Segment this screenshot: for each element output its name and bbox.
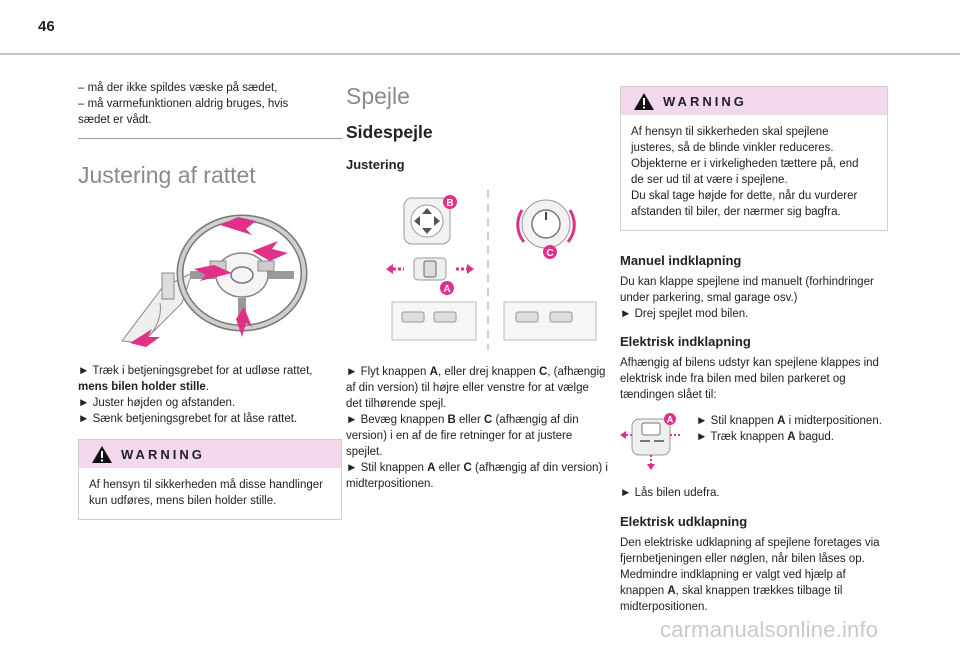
subtitle-side-mirrors: Sidespejle bbox=[346, 122, 433, 142]
label-c: C bbox=[546, 248, 553, 259]
warning-line: Du skal tage højde for dette, når du vur… bbox=[631, 190, 858, 202]
electric-unfold-text: Den elektriske udklapning af spejlene fo… bbox=[620, 537, 880, 613]
page-number: 46 bbox=[38, 18, 55, 35]
steering-steps: ► Træk i betjeningsgrebet for at udløse … bbox=[78, 363, 342, 427]
manual-fold-text: Du kan klappe spejlene ind manuelt (forh… bbox=[620, 276, 874, 304]
label-b: B bbox=[446, 198, 453, 209]
warning-line: afstanden til biler, der nærmer sig bagf… bbox=[631, 206, 841, 218]
mirror-control-figure: B A C bbox=[384, 190, 604, 350]
step-release: ► Træk i betjeningsgrebet for at udløse … bbox=[78, 363, 342, 395]
warning-text: Af hensyn til sikkerheden må disse handl… bbox=[89, 479, 323, 507]
heading-electric-unfold: Elektrisk udklapning bbox=[620, 514, 748, 529]
warning-box-steering: WARNING Af hensyn til sikkerheden må dis… bbox=[78, 439, 342, 520]
label-a: A bbox=[443, 284, 450, 295]
heading-manual-fold: Manuel indklapning bbox=[620, 253, 742, 268]
subheading-adjustment: Justering bbox=[346, 157, 405, 172]
section-title-steering: Justering af rattet bbox=[78, 162, 256, 188]
warning-box-mirrors: WARNING Af hensyn til sikkerheden skal s… bbox=[620, 86, 888, 231]
warning-triangle-icon bbox=[92, 445, 112, 463]
step-adjust: ► Juster højden og afstanden. bbox=[78, 395, 342, 411]
warning-label: WARNING bbox=[121, 446, 205, 462]
step-text: Træk i betjeningsgrebet for at udløse ra… bbox=[92, 365, 313, 377]
step-text: Juster højden og afstanden. bbox=[92, 397, 236, 409]
warning-triangle-icon bbox=[634, 92, 654, 110]
step-text: Sænk betjeningsgrebet for at låse rattet… bbox=[92, 413, 298, 425]
step-lock-car: ► Lås bilen udefra. bbox=[620, 487, 720, 499]
step-bullet: ► bbox=[78, 365, 93, 377]
warning-label: WARNING bbox=[663, 93, 747, 109]
warning-line: Af hensyn til sikkerheden skal spejlene bbox=[631, 126, 829, 138]
label-a: A bbox=[667, 415, 674, 425]
dash-line: – må der ikke spildes væske på sædet, bbox=[78, 82, 278, 94]
step-pull: ► Træk knappen A bagud. bbox=[696, 431, 834, 443]
electric-fold-text: Afhængig af bilens udstyr kan spejlene k… bbox=[620, 357, 879, 401]
step-lock: ► Sænk betjeningsgrebet for at låse ratt… bbox=[78, 411, 342, 427]
step-suffix: . bbox=[205, 381, 210, 393]
fold-switch-icon: A bbox=[620, 413, 680, 470]
header-divider bbox=[0, 53, 960, 55]
column-left: – må der ikke spildes væske på sædet, – … bbox=[78, 80, 342, 520]
step-bold-text: mens bilen holder stille bbox=[78, 381, 206, 393]
electric-fold-steps: ► Stil knappen A i midterpositionen. ► T… bbox=[696, 413, 882, 471]
section-title-mirrors: Spejle bbox=[346, 83, 410, 109]
step-select-mirror: ► Flyt knappen A, eller drej knappen C, … bbox=[346, 366, 606, 410]
warning-header: WARNING bbox=[79, 440, 341, 468]
dash-line: sædet er vådt. bbox=[78, 114, 152, 126]
warning-text: Af hensyn til sikkerheden skal spejlene … bbox=[621, 115, 887, 230]
step-center-knob: ► Stil knappen A eller C (afhængig af di… bbox=[346, 462, 608, 490]
warning-line: Objekterne er i virkeligheden tættere på… bbox=[631, 158, 859, 170]
manual-fold-step: ► Drej spejlet mod bilen. bbox=[620, 308, 749, 320]
adjustment-steps: ► Flyt knappen A, eller drej knappen C, … bbox=[346, 364, 608, 492]
step-bullet: ► bbox=[78, 413, 93, 425]
electric-fold-instructions: A ► Stil knappen A i midterpositionen. ►… bbox=[620, 413, 888, 471]
warning-line: de ser ud til at være i spejlene. bbox=[631, 174, 788, 186]
dash-line: – må varmefunktionen aldrig bruges, hvis bbox=[78, 98, 289, 110]
warning-header: WARNING bbox=[621, 87, 887, 115]
watermark: carmanualsonline.info bbox=[660, 617, 879, 642]
column-right: WARNING Af hensyn til sikkerheden skal s… bbox=[620, 86, 888, 615]
section-divider bbox=[78, 138, 342, 139]
mirror-control-illustration: B A C bbox=[386, 190, 597, 350]
step-center: ► Stil knappen A i midterpositionen. bbox=[696, 415, 882, 427]
warning-line: justeres, så de blinde vinkler reduceres… bbox=[631, 142, 834, 154]
column-middle: Spejle Sidespejle Justering B A bbox=[346, 80, 608, 492]
heading-electric-fold: Elektrisk indklapning bbox=[620, 334, 751, 349]
steering-wheel-figure bbox=[102, 203, 312, 351]
step-adjust-mirror: ► Bevæg knappen B eller C (afhængig af d… bbox=[346, 414, 579, 458]
step-bullet: ► bbox=[78, 397, 93, 409]
steering-wheel-illustration bbox=[121, 214, 308, 347]
